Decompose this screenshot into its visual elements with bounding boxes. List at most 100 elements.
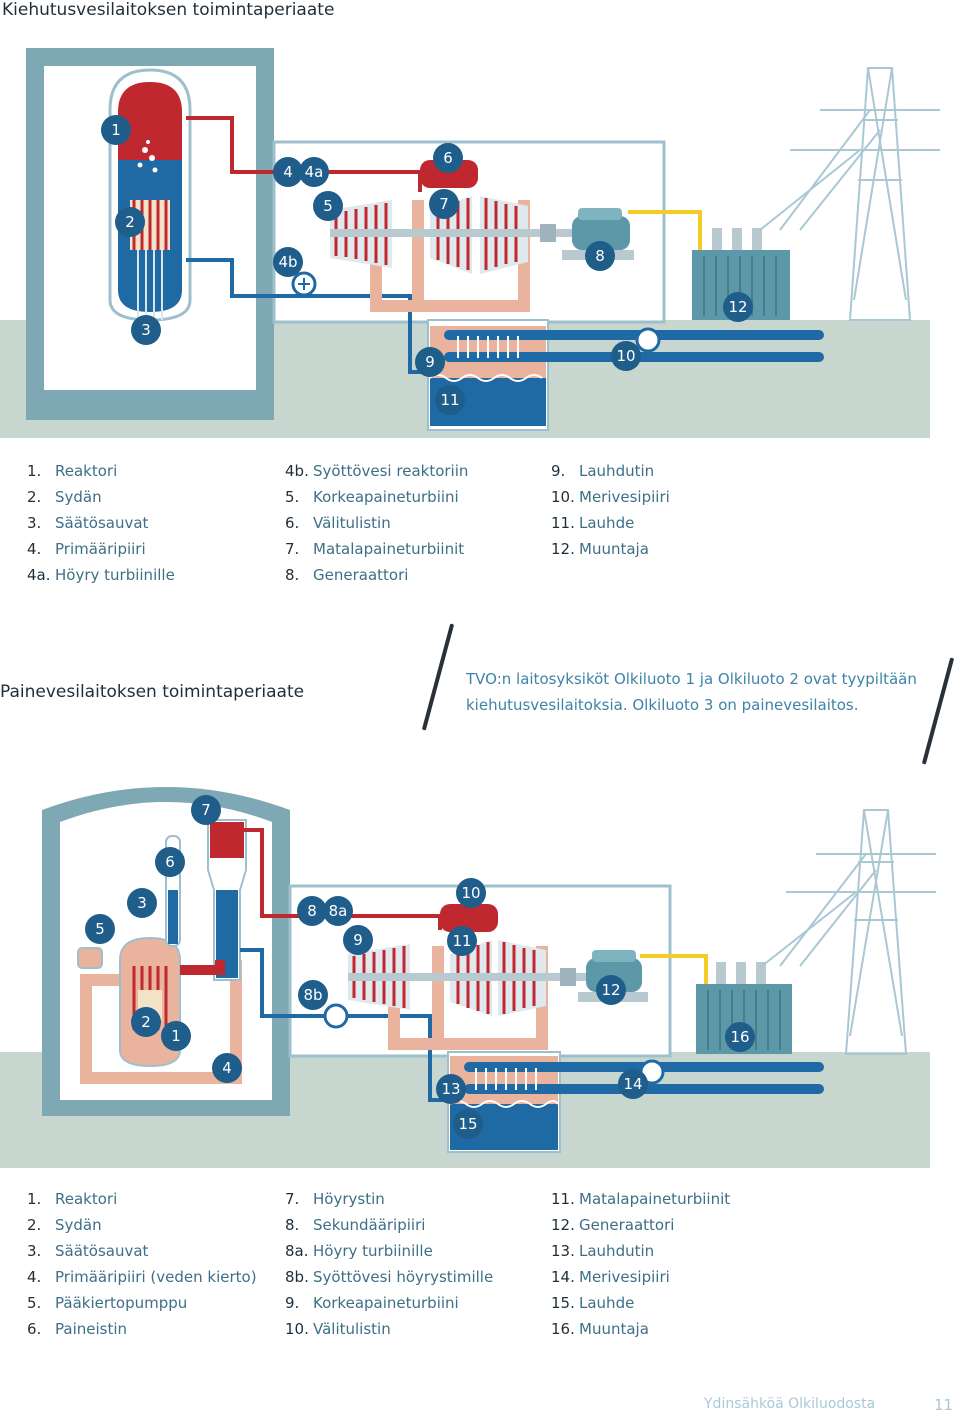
legend-item: 7.Matalapaineturbiinit [285, 540, 465, 558]
legend-item: 5.Pääkiertopumppu [27, 1294, 188, 1312]
svg-text:5: 5 [323, 197, 333, 215]
legend-item: 11.Matalapaineturbiinit [551, 1190, 731, 1208]
svg-text:11: 11 [452, 932, 471, 950]
footer-text: Ydinsähköä Olkiluodosta [704, 1396, 876, 1412]
svg-text:1: 1 [171, 1027, 181, 1045]
badge-3: 3 [127, 888, 157, 918]
legend-item: 8a.Höyry turbiinille [285, 1242, 433, 1260]
pump-icon [291, 271, 317, 297]
pylon-icon [759, 67, 940, 321]
bwr-legend-col-3: 9.Lauhdutin 10.Merivesipiiri 11.Lauhde 1… [551, 458, 670, 562]
badge-4: 4 [273, 157, 303, 187]
badge-9: 9 [343, 925, 373, 955]
bwr-legend-col-1: 1.Reaktori 2.Sydän 3.Säätösauvat 4.Primä… [27, 458, 175, 588]
svg-text:8: 8 [595, 247, 605, 265]
pump-icon [77, 947, 103, 969]
svg-text:11: 11 [440, 391, 459, 409]
feedwater-line [186, 258, 444, 374]
legend-item: 13.Lauhdutin [551, 1242, 655, 1260]
legend-item: 14.Merivesipiiri [551, 1268, 670, 1286]
legend-item: 16.Muuntaja [551, 1320, 649, 1338]
badge-8b: 8b [298, 980, 328, 1010]
pwr-legend-col-3: 11.Matalapaineturbiinit 12.Generaattori … [551, 1186, 730, 1342]
svg-text:4a: 4a [305, 163, 324, 181]
pwr-title: Painevesilaitoksen toimintaperiaate [0, 682, 305, 702]
badge-2: 2 [115, 207, 145, 237]
badge-12: 12 [596, 975, 626, 1005]
badge-4a: 4a [299, 157, 329, 187]
svg-text:7: 7 [201, 801, 211, 819]
svg-text:3: 3 [141, 321, 151, 339]
badge-5: 5 [85, 914, 115, 944]
svg-text:9: 9 [353, 931, 363, 949]
svg-text:16: 16 [730, 1028, 749, 1046]
svg-text:12: 12 [601, 981, 620, 999]
legend-item: 3.Säätösauvat [27, 514, 149, 532]
badge-13: 13 [436, 1074, 466, 1104]
pylon-icon [761, 809, 936, 1055]
legend-item: 1.Reaktori [27, 1190, 118, 1208]
legend-item: 2.Sydän [27, 488, 102, 506]
badge-10: 10 [611, 341, 641, 371]
svg-text:6: 6 [443, 149, 453, 167]
svg-text:4b: 4b [278, 253, 297, 271]
svg-text:10: 10 [461, 884, 480, 902]
badge-6: 6 [433, 143, 463, 173]
reheater [440, 904, 498, 932]
legend-item: 8b.Syöttövesi höyrystimille [285, 1268, 494, 1286]
svg-text:2: 2 [141, 1013, 151, 1031]
pwr-note: TVO:n laitosyksiköt Olkiluoto 1 ja Olkil… [466, 670, 917, 714]
bwr-title: Kiehutusvesilaitoksen toimintaperiaate [2, 0, 335, 20]
badge-11: 11 [435, 385, 465, 415]
svg-text:1: 1 [111, 121, 121, 139]
reheater [420, 160, 478, 188]
badge-1: 1 [161, 1021, 191, 1051]
bwr-badges: 1 2 3 4 4a 4b 5 6 7 8 9 10 11 12 [101, 115, 753, 415]
badge-1: 1 [101, 115, 131, 145]
steam-generator-icon [207, 819, 247, 981]
badge-2: 2 [131, 1007, 161, 1037]
svg-text:4: 4 [222, 1059, 232, 1077]
svg-text:15: 15 [458, 1115, 477, 1133]
svg-text:8a: 8a [329, 902, 348, 920]
badge-16: 16 [725, 1022, 755, 1052]
legend-item: 1.Reaktori [27, 462, 118, 480]
svg-text:10: 10 [616, 347, 635, 365]
pwr-legend-col-1: 1.Reaktori 2.Sydän 3.Säätösauvat 4.Primä… [27, 1186, 257, 1342]
svg-text:8: 8 [307, 902, 317, 920]
legend-item: 12.Muuntaja [551, 540, 649, 558]
slash-divider-left [421, 623, 455, 731]
reactor-vessel-icon [108, 68, 192, 322]
legend-item: 4a.Höyry turbiinille [27, 566, 175, 584]
legend-item: 3.Säätösauvat [27, 1242, 149, 1260]
legend-item: 6.Paineistin [27, 1320, 128, 1338]
badge-7: 7 [429, 189, 459, 219]
legend-item: 4.Primääripiiri (veden kierto) [27, 1268, 257, 1286]
legend-item: 2.Sydän [27, 1216, 102, 1234]
badge-4b: 4b [273, 247, 303, 277]
pwr-diagram: 1 2 3 4 5 6 7 8 8a 8b 9 10 11 12 13 14 1… [0, 787, 936, 1168]
badge-7: 7 [191, 795, 221, 825]
svg-text:7: 7 [439, 195, 449, 213]
legend-item: 4b.Syöttövesi reaktoriin [285, 462, 469, 480]
badge-5: 5 [313, 191, 343, 221]
legend-item: 11.Lauhde [551, 514, 635, 532]
legend-item: 9.Lauhdutin [551, 462, 655, 480]
svg-text:2: 2 [125, 213, 135, 231]
svg-text:8b: 8b [303, 986, 322, 1004]
legend-item: 6.Välitulistin [285, 514, 391, 532]
badge-11: 11 [447, 926, 477, 956]
bwr-diagram: 1 2 3 4 4a 4b 5 6 7 8 9 10 11 12 [0, 48, 940, 438]
pwr-legend-col-2: 7.Höyrystin 8.Sekundääripiiri 8a.Höyry t… [285, 1186, 493, 1342]
legend-item: 10.Välitulistin [285, 1320, 391, 1338]
legend-item: 15.Lauhde [551, 1294, 635, 1312]
bwr-legend-col-2: 4b.Syöttövesi reaktoriin 5.Korkeapainetu… [285, 458, 468, 588]
badge-8: 8 [585, 241, 615, 271]
legend-item: 9.Korkeapaineturbiini [285, 1294, 459, 1312]
svg-text:4: 4 [283, 163, 293, 181]
svg-text:5: 5 [95, 920, 105, 938]
badge-14: 14 [618, 1069, 648, 1099]
badge-12: 12 [723, 292, 753, 322]
legend-item: 4.Primääripiiri [27, 540, 146, 558]
badge-15: 15 [453, 1109, 483, 1139]
